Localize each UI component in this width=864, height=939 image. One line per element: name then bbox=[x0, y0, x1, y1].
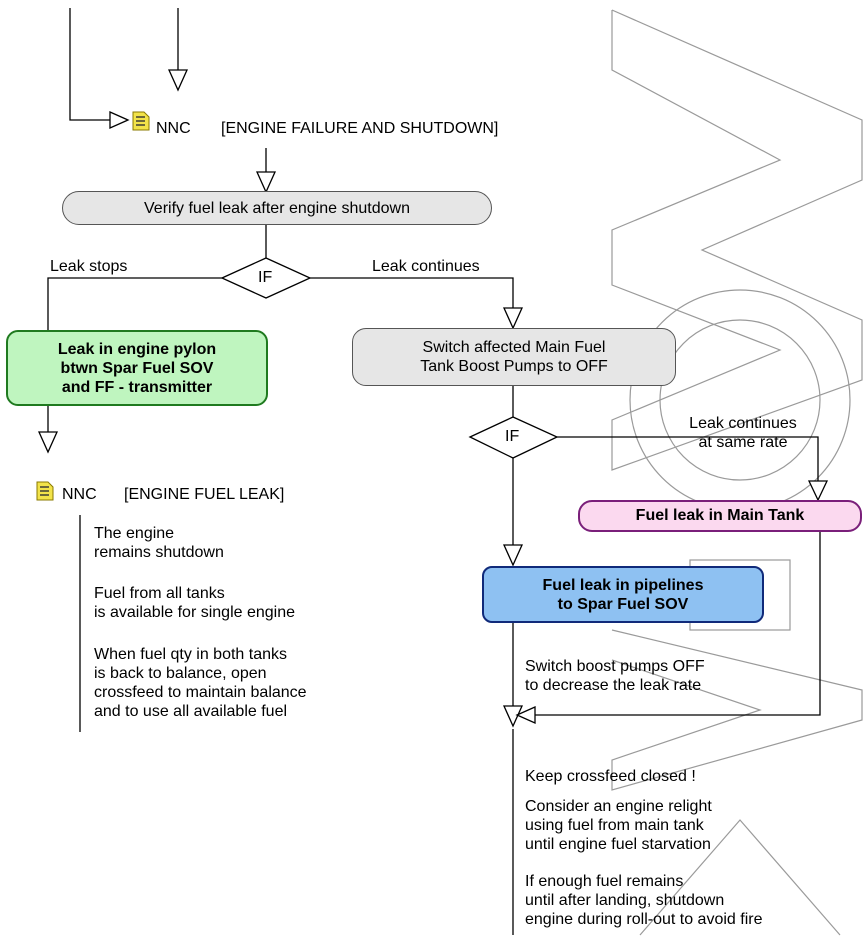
note-switch-boost-pumps-off: Switch boost pumps OFF to decrease the l… bbox=[525, 658, 705, 694]
fuel-leak-pipelines-box[interactable]: Fuel leak in pipelines to Spar Fuel SOV bbox=[482, 566, 764, 623]
if2-label: IF bbox=[505, 428, 520, 445]
note-engine-remains-shutdown: The engine remains shutdown bbox=[94, 525, 224, 561]
nnc2-title[interactable]: [ENGINE FUEL LEAK] bbox=[124, 486, 285, 503]
note-shutdown-during-rollout: If enough fuel remains until after landi… bbox=[525, 873, 763, 928]
note-fuel-from-all-tanks: Fuel from all tanks is available for sin… bbox=[94, 585, 296, 621]
document-icon[interactable] bbox=[132, 111, 150, 136]
note-crossfeed-balance: When fuel qty in both tanks is back to b… bbox=[94, 646, 307, 720]
leak-stops-label: Leak stops bbox=[50, 258, 128, 275]
verify-fuel-leak-box[interactable]: Verify fuel leak after engine shutdown bbox=[62, 191, 492, 225]
if1-diamond bbox=[220, 257, 312, 299]
nnc1-title[interactable]: [ENGINE FAILURE AND SHUTDOWN] bbox=[221, 120, 499, 137]
leak-in-engine-pylon-box[interactable]: Leak in engine pylon btwn Spar Fuel SOV … bbox=[6, 330, 268, 406]
note-consider-engine-relight: Consider an engine relight using fuel fr… bbox=[525, 798, 712, 853]
if1-label: IF bbox=[258, 269, 273, 286]
if2-diamond bbox=[468, 416, 559, 459]
switch-boost-pumps-box[interactable]: Switch affected Main Fuel Tank Boost Pum… bbox=[352, 328, 676, 386]
leak-continues-label: Leak continues bbox=[372, 258, 480, 275]
document-icon[interactable] bbox=[36, 481, 54, 506]
leak-continues-same-rate-label: Leak continues at same rate bbox=[689, 415, 797, 451]
nnc2-label[interactable]: NNC bbox=[62, 486, 97, 503]
note-keep-crossfeed-closed: Keep crossfeed closed ! bbox=[525, 768, 696, 785]
nnc1-label[interactable]: NNC bbox=[156, 120, 191, 137]
fuel-leak-main-tank-box[interactable]: Fuel leak in Main Tank bbox=[578, 500, 862, 532]
